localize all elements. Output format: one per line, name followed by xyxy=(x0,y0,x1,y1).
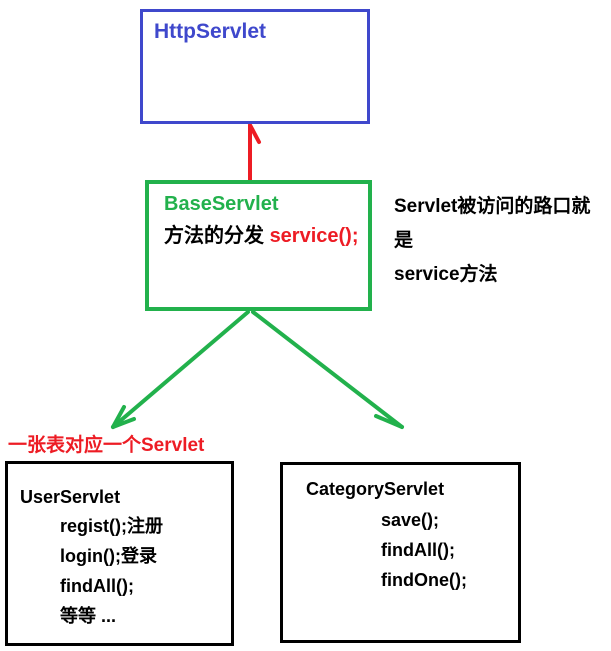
categoryservlet-method-list: save(); findAll(); findOne(); xyxy=(381,505,518,595)
baseservlet-class-title: BaseServlet xyxy=(164,193,279,215)
service-entry-note-line2: service方法 xyxy=(394,264,498,285)
table-per-servlet-label: 一张表对应一个Servlet xyxy=(8,435,205,456)
userservlet-method: findAll(); xyxy=(60,576,134,596)
inherit-arrow-up-icon xyxy=(248,123,261,182)
httpservlet-class-title: HttpServlet xyxy=(154,20,267,43)
userservlet-method: login();登录 xyxy=(60,546,157,566)
categoryservlet-method: findAll(); xyxy=(381,540,455,560)
dispatch-arrow-left-icon xyxy=(111,310,250,429)
httpservlet-class-box: HttpServlet xyxy=(140,9,370,124)
dispatch-note-service-call: service(); xyxy=(269,225,359,247)
userservlet-method-list: regist();注册 login();登录 findAll(); 等等 ... xyxy=(60,511,231,631)
categoryservlet-method: save(); xyxy=(381,510,440,530)
categoryservlet-method: findOne(); xyxy=(381,570,467,590)
dispatch-arrow-right-icon xyxy=(251,310,404,429)
userservlet-class-box: UserServlet regist();注册 login();登录 findA… xyxy=(5,461,234,646)
userservlet-method: 等等 ... xyxy=(60,606,117,626)
baseservlet-dispatch-note: 方法的分发 service(); xyxy=(164,219,368,248)
categoryservlet-class-title: CategoryServlet xyxy=(306,479,445,499)
userservlet-method: regist();注册 xyxy=(60,516,163,536)
service-entry-note-line1: Servlet被访问的路口就是 xyxy=(394,196,591,251)
dispatch-note-black: 方法的分发 xyxy=(164,225,270,247)
service-entry-note: Servlet被访问的路口就是 service方法 xyxy=(394,190,609,292)
userservlet-class-title: UserServlet xyxy=(20,487,121,507)
baseservlet-class-box: BaseServlet 方法的分发 service(); xyxy=(145,180,372,311)
categoryservlet-class-box: CategoryServlet save(); findAll(); findO… xyxy=(280,462,521,643)
